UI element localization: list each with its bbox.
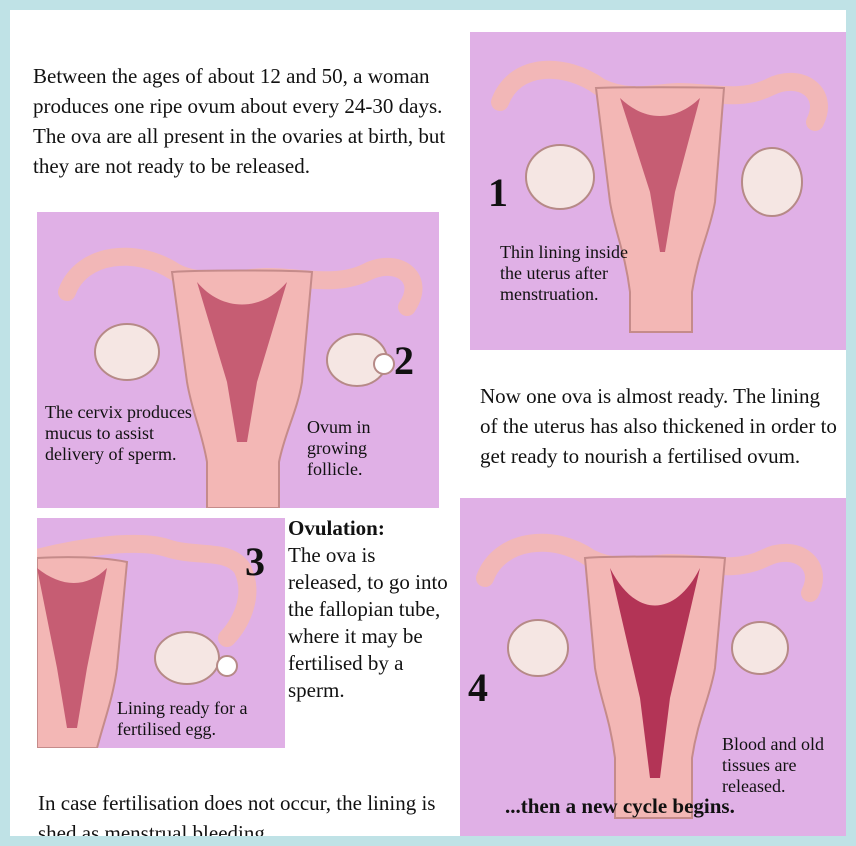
panel-1-number: 1 xyxy=(488,169,508,216)
panel-4-label: Blood and old tissues are released. xyxy=(722,734,842,797)
panel-2-cervix-label: The cervix produces mucus to assist deli… xyxy=(45,402,210,465)
intro-text: Between the ages of about 12 and 50, a w… xyxy=(33,61,458,181)
ovulation-body: The ova is released, to go into the fall… xyxy=(288,543,448,702)
ovulation-text: Ovulation: The ova is released, to go in… xyxy=(288,515,453,704)
panel-3-label: Lining ready for a fertilised egg. xyxy=(117,698,282,740)
panel-2-ovum-label: Ovum in growing follicle. xyxy=(307,417,417,480)
panel-3-number: 3 xyxy=(245,538,265,585)
ovulation-heading: Ovulation: xyxy=(288,515,453,542)
panel-2-number: 2 xyxy=(394,337,414,384)
panel-1: 1 Thin lining inside the uterus after me… xyxy=(470,32,846,350)
mid-text: Now one ova is almost ready. The lining … xyxy=(480,381,840,471)
panel-4: 4 Blood and old tissues are released. ..… xyxy=(460,498,846,836)
panel-1-label: Thin lining inside the uterus after mens… xyxy=(500,242,650,305)
panel-4-number: 4 xyxy=(468,664,488,711)
panel-4-caption: ...then a new cycle begins. xyxy=(505,794,735,819)
bottom-text: In case fertilisation does not occur, th… xyxy=(38,788,458,836)
panel-3: 3 Lining ready for a fertilised egg. xyxy=(37,518,285,748)
diagram-sheet: Between the ages of about 12 and 50, a w… xyxy=(10,10,846,836)
panel-2: 2 The cervix produces mucus to assist de… xyxy=(37,212,439,508)
